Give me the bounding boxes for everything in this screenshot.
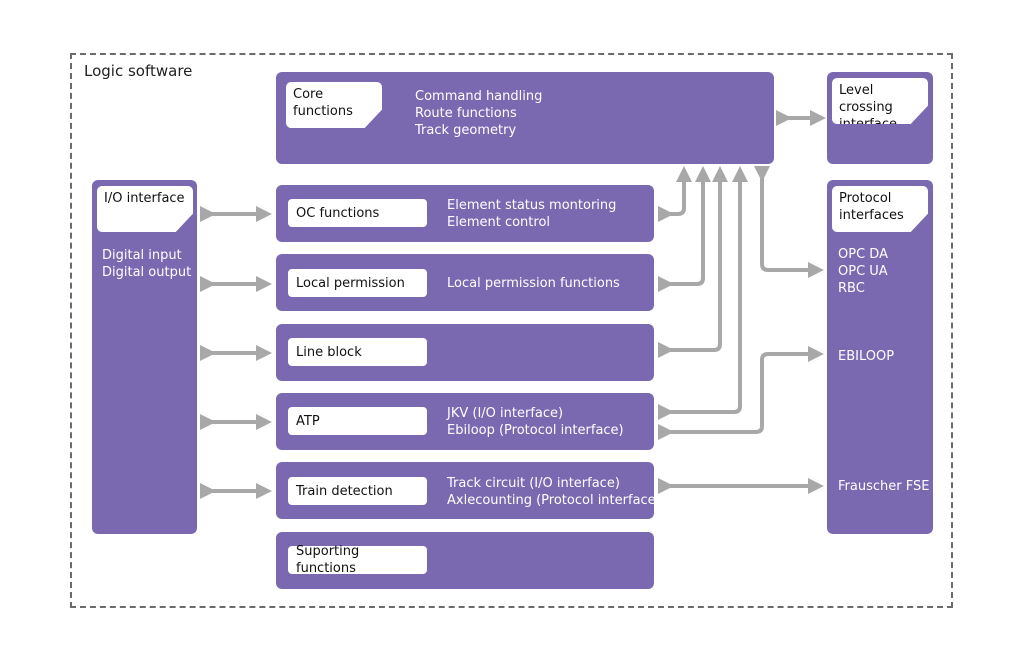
protocol-frauscher: Frauscher FSE (838, 479, 930, 494)
atp-line: Ebiloop (Protocol interface) (447, 423, 624, 438)
train-detection-label: Train detection (288, 477, 427, 505)
protocol-item: RBC (838, 281, 865, 296)
line-block-label: Line block (288, 338, 427, 366)
protocol-group1: OPC DA OPC UA RBC (838, 246, 888, 297)
core-functions-desc: Command handling Route functions Track g… (415, 88, 542, 139)
arrow-core-lineblock (658, 166, 728, 358)
train-line: Axlecounting (Protocol interface) (447, 493, 661, 508)
supporting-functions-label: Suporting functions (288, 544, 427, 576)
local-line: Local permission functions (447, 276, 620, 291)
oc-line: Element control (447, 215, 551, 230)
io-line: Digital input (102, 248, 182, 263)
logic-software-frame (70, 53, 953, 608)
level-crossing-label: Level crossing interface (832, 78, 928, 124)
core-line: Command handling (415, 89, 543, 104)
atp-line: JKV (I/O interface) (447, 406, 564, 421)
oc-functions-label: OC functions (288, 199, 427, 227)
protocol-interfaces-label: Protocol interfaces (832, 186, 928, 232)
oc-functions-desc: Element status montoring Element control (447, 197, 616, 231)
train-line: Track circuit (I/O interface) (447, 476, 620, 491)
local-permission-label: Local permission (288, 269, 427, 297)
core-line: Route functions (415, 106, 517, 121)
local-permission-desc: Local permission functions (447, 275, 620, 292)
atp-label: ATP (288, 407, 427, 435)
io-interface-desc: Digital input Digital output (102, 247, 191, 281)
train-detection-desc: Track circuit (I/O interface) Axlecounti… (447, 475, 661, 509)
frame-title: Logic software (84, 62, 193, 80)
atp-desc: JKV (I/O interface) Ebiloop (Protocol in… (447, 405, 624, 439)
io-interface-label: I/O interface (97, 186, 193, 232)
arrow-core-oc (658, 166, 692, 222)
arrow-atp-ebiloop (658, 346, 824, 440)
oc-line: Element status montoring (447, 198, 617, 213)
protocol-ebiloop: EBILOOP (838, 349, 895, 364)
core-functions-label: Core functions (286, 82, 382, 128)
protocol-item: OPC DA (838, 247, 888, 262)
protocol-item: OPC UA (838, 264, 888, 279)
io-interface-box (92, 180, 197, 534)
core-line: Track geometry (415, 123, 517, 138)
arrow-core-opc (754, 166, 824, 278)
protocol-interfaces-box (827, 180, 933, 534)
io-line: Digital output (102, 265, 192, 280)
